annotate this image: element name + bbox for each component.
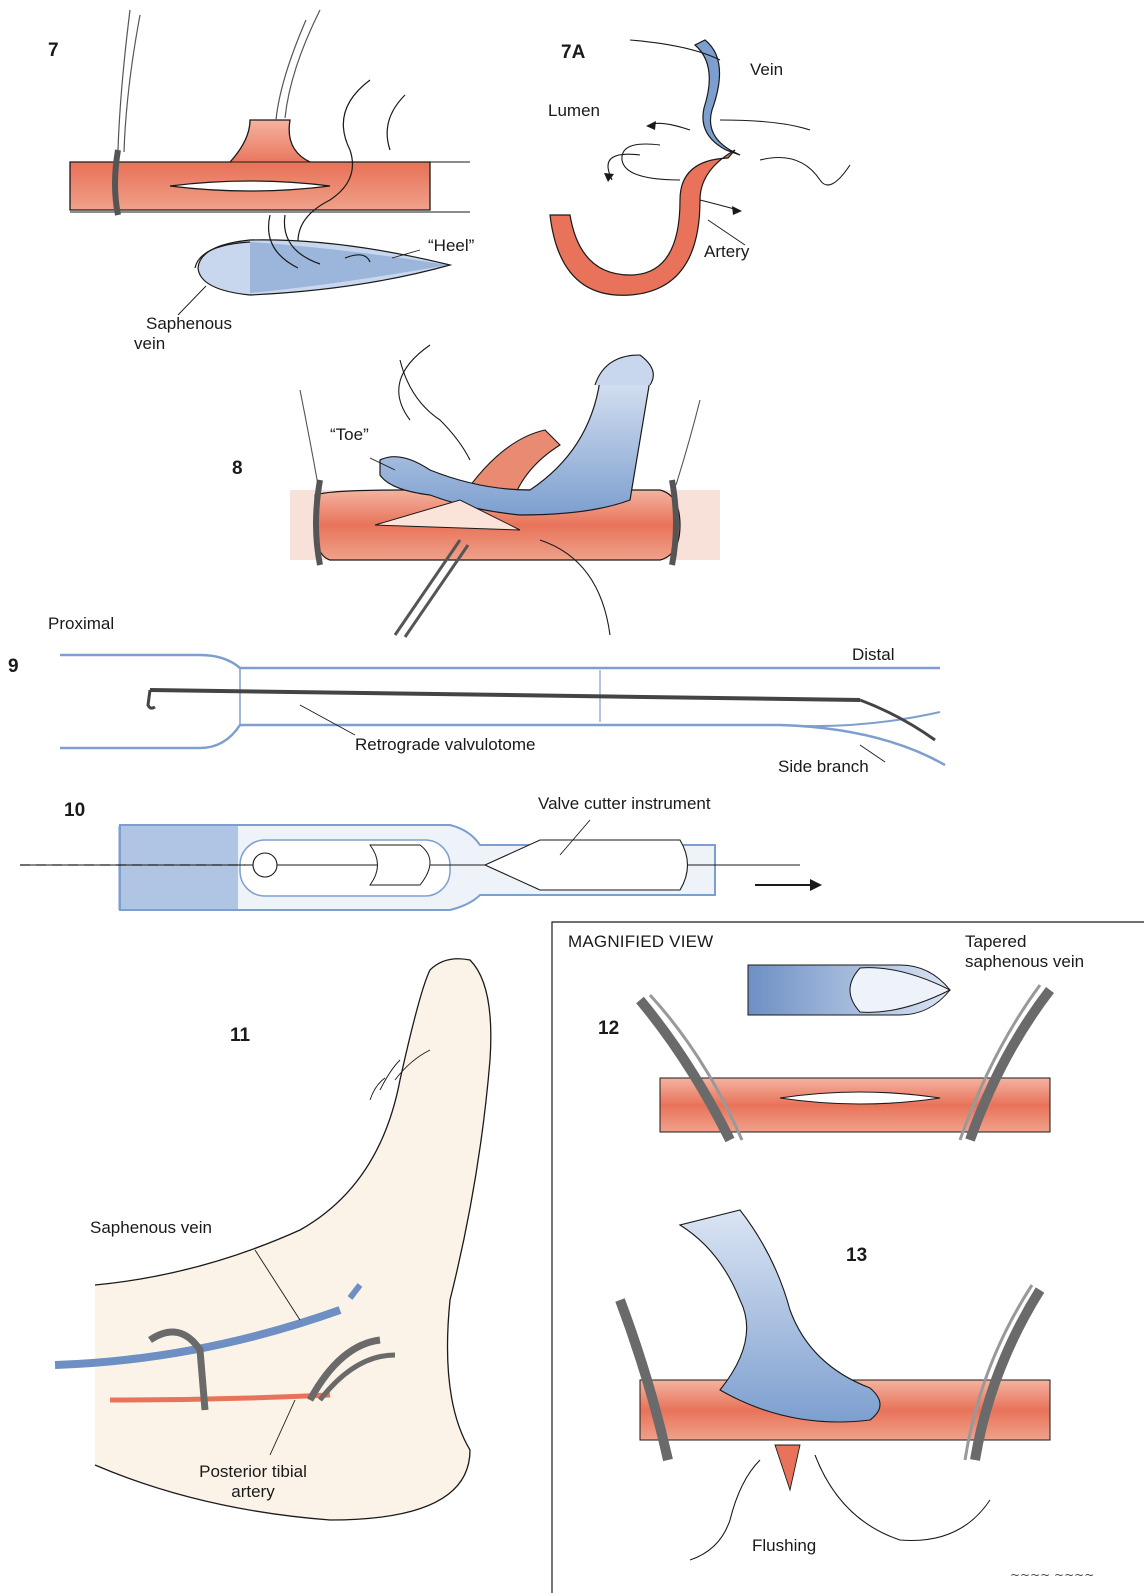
panel-7a-graphic xyxy=(550,40,850,295)
valvulotome-label: Retrograde valvulotome xyxy=(355,735,535,755)
vein-wall xyxy=(695,40,740,155)
flushing-label: Flushing xyxy=(752,1536,816,1556)
tibial-line2: artery xyxy=(168,1482,338,1502)
panel-8-number: 8 xyxy=(232,458,243,480)
artery-wall xyxy=(550,150,735,295)
saphenous-vein-line1: Saphenous xyxy=(124,314,254,334)
panel-13-graphic xyxy=(620,1210,1050,1560)
vein-segment-upper-wall xyxy=(60,655,940,668)
toe-label: “Toe” xyxy=(330,425,369,445)
proximal-label: Proximal xyxy=(48,614,114,634)
panel-7-number: 7 xyxy=(48,40,59,62)
posterior-tibial-artery-label: Posterior tibial artery xyxy=(168,1462,338,1502)
saphenous-vein-label-7: Saphenous vein xyxy=(124,314,254,354)
side-branch-label: Side branch xyxy=(778,757,869,777)
artery-label: Artery xyxy=(704,242,749,262)
panel-9-number: 9 xyxy=(8,656,19,678)
tapered-line1: Tapered xyxy=(965,932,1084,952)
lumen-label: Lumen xyxy=(548,101,600,121)
magnified-view-title: MAGNIFIED VIEW xyxy=(568,932,713,952)
saphenous-vein-line2: vein xyxy=(124,334,254,354)
saphenous-vein-label-11: Saphenous vein xyxy=(90,1218,212,1238)
panel-12-graphic xyxy=(640,965,1050,1140)
panel-7a-number: 7A xyxy=(561,42,585,64)
tapered-vein-label: Tapered saphenous vein xyxy=(965,932,1084,972)
panel-11-graphic xyxy=(55,959,491,1520)
valvulotome-shaft xyxy=(150,690,860,700)
vein-label: Vein xyxy=(750,60,783,80)
tapered-line2: saphenous vein xyxy=(965,952,1084,972)
panel-11-number: 11 xyxy=(230,1025,250,1047)
artery-segment xyxy=(70,120,430,210)
distal-label: Distal xyxy=(852,645,895,665)
panel-7-graphic xyxy=(70,10,470,315)
panel-13-number: 13 xyxy=(846,1245,867,1267)
foot-outline xyxy=(95,959,491,1520)
panel-10-number: 10 xyxy=(64,800,85,822)
valve-cutter-label: Valve cutter instrument xyxy=(538,794,711,814)
artist-signature: ~~~~ ~~~~ xyxy=(1010,1568,1094,1582)
heel-label: “Heel” xyxy=(428,236,474,256)
tibial-line1: Posterior tibial xyxy=(168,1462,338,1482)
panel-8-graphic xyxy=(290,345,720,637)
panel-10-graphic xyxy=(20,820,822,910)
panel-12-number: 12 xyxy=(598,1018,619,1040)
